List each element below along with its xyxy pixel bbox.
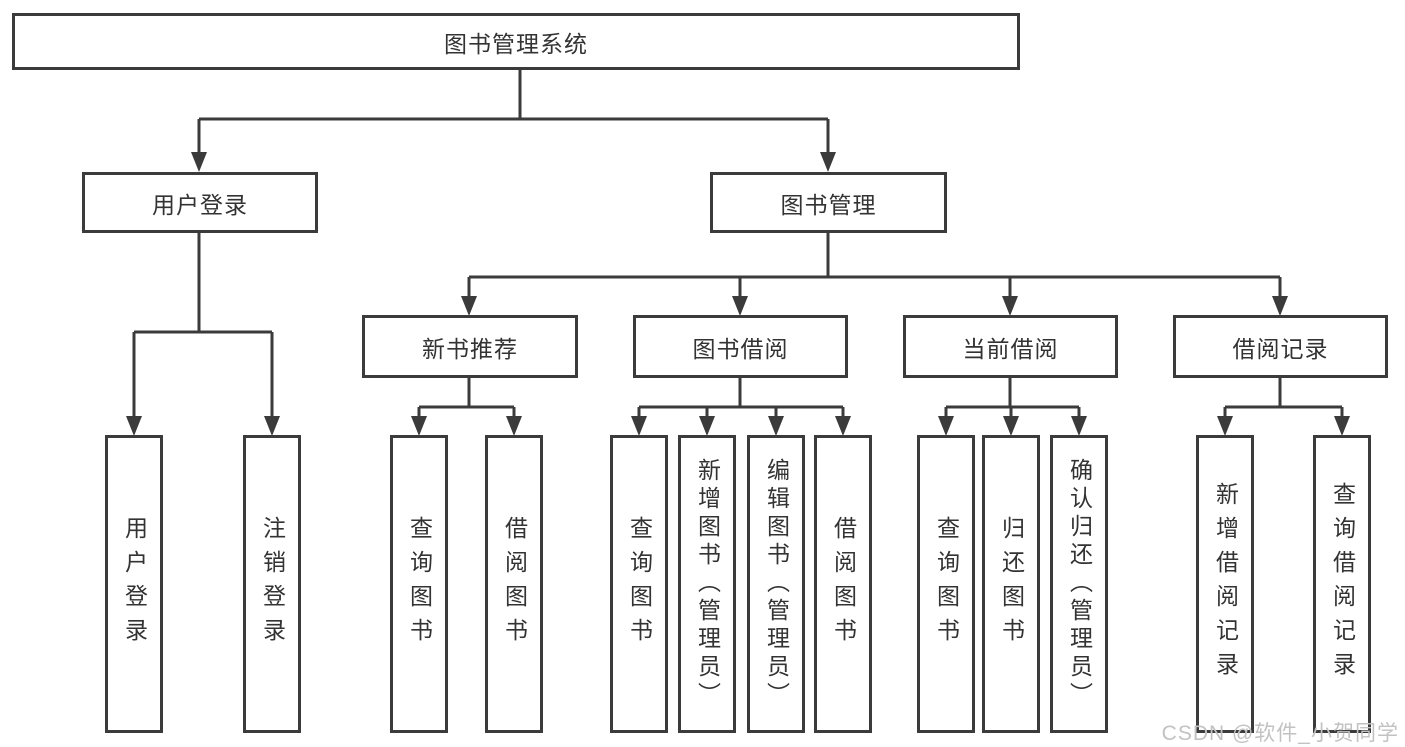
leaf-current-query-books: 查询图书 xyxy=(917,435,975,733)
node-label: 查询借阅记录 xyxy=(1329,482,1356,686)
leaf-edit-books-admin: 编辑图书（管理员） xyxy=(747,435,805,733)
node-label: 查询图书 xyxy=(933,516,960,652)
leaf-return-books: 归还图书 xyxy=(982,435,1040,733)
leaf-logout: 注销登录 xyxy=(243,435,301,733)
node-label: 图书管理系统 xyxy=(444,30,588,57)
leaf-borrowing-borrow-books: 借阅图书 xyxy=(814,435,872,733)
leaf-add-books-admin: 新增图书（管理员） xyxy=(678,435,736,733)
leaf-query-borrow-record: 查询借阅记录 xyxy=(1313,435,1371,733)
node-label: 借阅记录 xyxy=(1232,335,1329,362)
node-library-management-system: 图书管理系统 xyxy=(12,13,1020,70)
node-label: 归还图书 xyxy=(998,516,1025,652)
csdn-watermark: CSDN @软件_小贺同学 xyxy=(1161,722,1399,745)
node-label: 借阅图书 xyxy=(830,516,857,652)
node-label: 图书管理 xyxy=(780,191,877,218)
leaf-user-login: 用户登录 xyxy=(105,435,163,733)
node-book-borrowing: 图书借阅 xyxy=(633,315,848,378)
node-label: 图书借阅 xyxy=(692,335,789,362)
node-book-management: 图书管理 xyxy=(710,172,947,233)
leaf-confirm-return-admin: 确认归还（管理员） xyxy=(1050,435,1108,733)
node-label: 编辑图书（管理员） xyxy=(763,458,790,710)
node-label: 用户登录 xyxy=(121,516,148,652)
node-label: 新增图书（管理员） xyxy=(694,458,721,710)
node-user-login: 用户登录 xyxy=(82,172,318,233)
node-label: 新书推荐 xyxy=(422,335,518,362)
node-new-book-recommendation: 新书推荐 xyxy=(362,315,578,378)
leaf-borrowing-query-books: 查询图书 xyxy=(610,435,668,733)
leaf-add-borrow-record: 新增借阅记录 xyxy=(1196,435,1254,733)
node-borrowing-records: 借阅记录 xyxy=(1173,315,1388,378)
node-label: 查询图书 xyxy=(626,516,653,652)
node-label: 新增借阅记录 xyxy=(1212,482,1239,686)
node-label: 确认归还（管理员） xyxy=(1066,458,1093,710)
leaf-recommend-query-books: 查询图书 xyxy=(390,435,448,733)
node-label: 注销登录 xyxy=(259,516,286,652)
node-label: 用户登录 xyxy=(152,191,248,218)
node-current-borrowing: 当前借阅 xyxy=(903,315,1118,378)
node-label: 查询图书 xyxy=(406,516,433,652)
node-label: 借阅图书 xyxy=(501,516,528,652)
leaf-recommend-borrow-books: 借阅图书 xyxy=(485,435,543,733)
node-label: 当前借阅 xyxy=(962,335,1059,362)
